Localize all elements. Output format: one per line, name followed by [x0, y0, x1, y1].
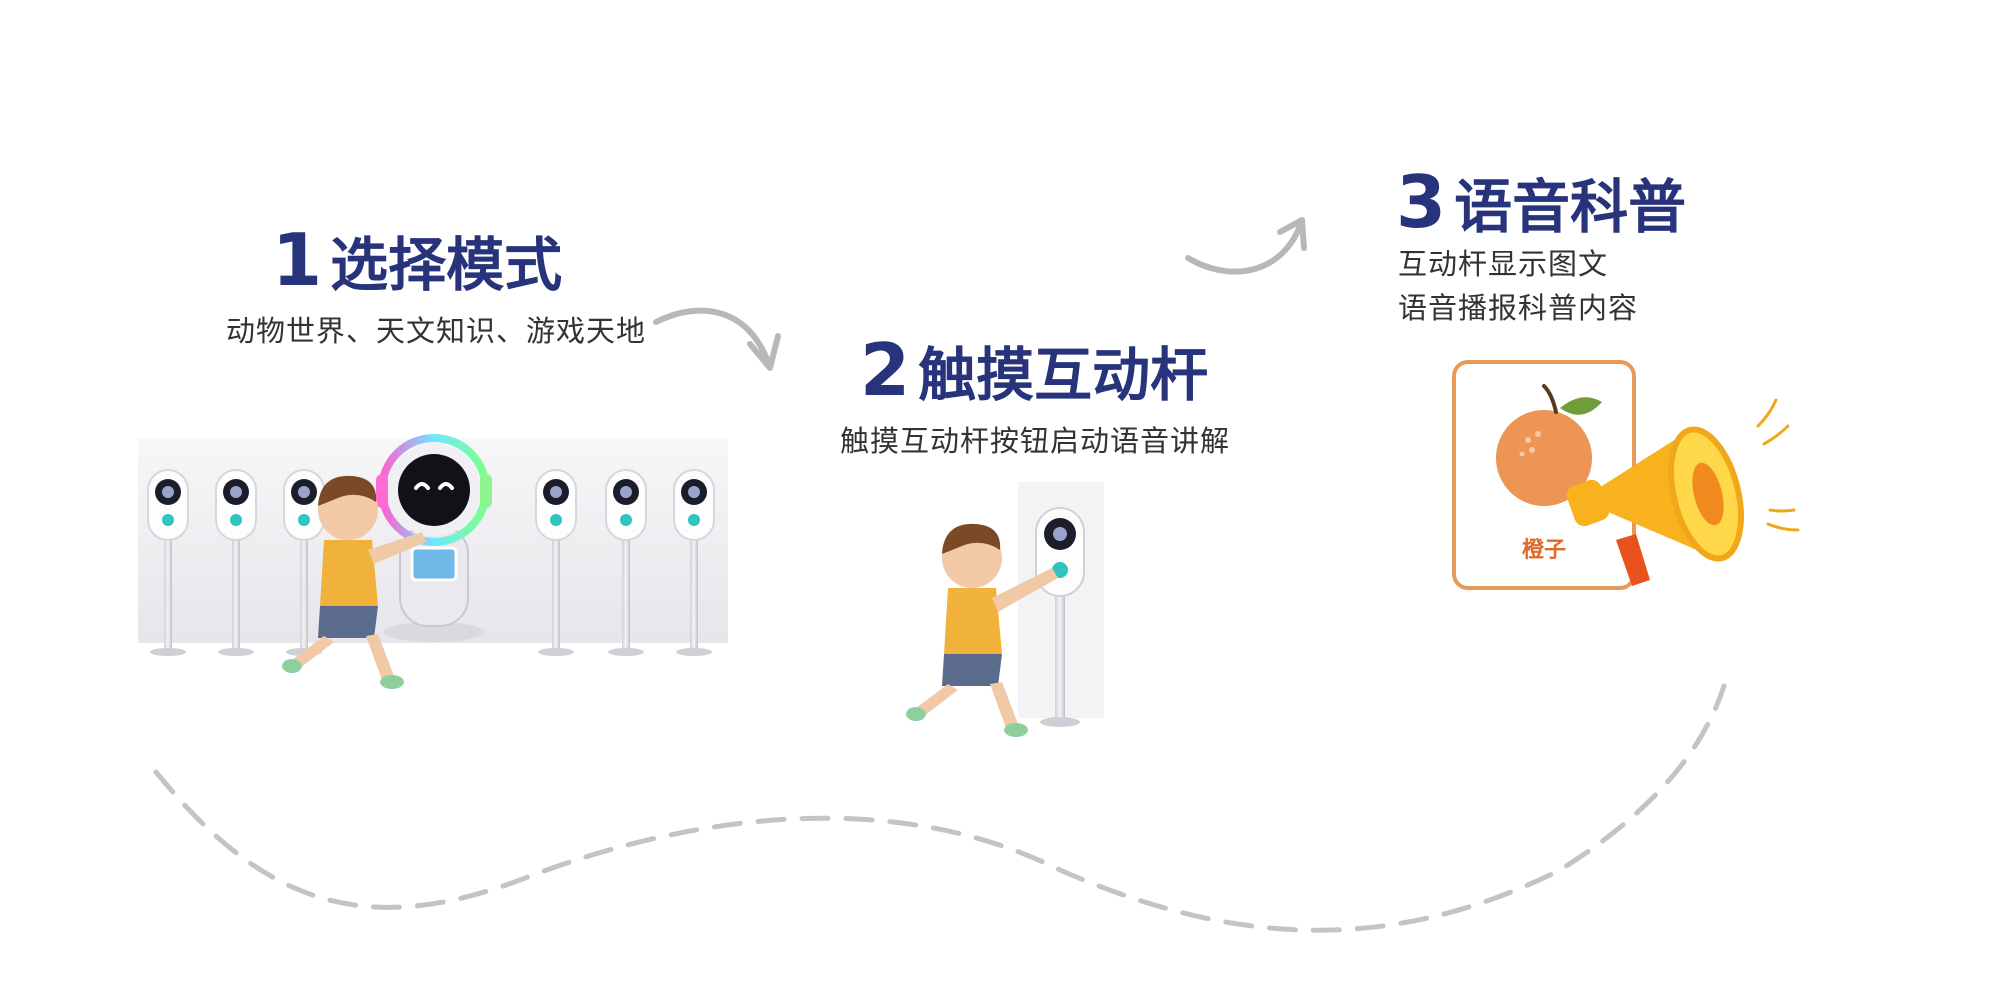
robot-mascot-icon [376, 434, 492, 642]
step-3-description: 互动杆显示图文 语音播报科普内容 [1398, 242, 1638, 330]
step-2-heading: 2 触摸互动杆 [860, 328, 1208, 412]
step-2-description: 触摸互动杆按钮启动语音讲解 [840, 424, 1231, 458]
step-1-heading: 1 选择模式 [272, 218, 562, 302]
step-1-number: 1 [272, 218, 322, 302]
step-3-description-line-1: 互动杆显示图文 [1398, 247, 1609, 281]
dashed-wave-line [153, 683, 1727, 933]
step-2-title: 触摸互动杆 [918, 341, 1209, 409]
megaphone-icon [1566, 398, 1800, 586]
fruit-card-label: 橙子 [1521, 538, 1566, 563]
fruit-card: 橙子 [1452, 360, 1636, 590]
step-3-number: 3 [1396, 160, 1446, 244]
illustration-mode-selection [138, 434, 728, 689]
curved-arrow-2-icon [1185, 217, 1307, 275]
step-1-title: 选择模式 [330, 231, 563, 299]
curved-arrow-1-icon [653, 307, 781, 371]
child-touching-icon [906, 523, 1058, 737]
interactive-pole-group-right [535, 469, 715, 656]
step-3-title: 语音科普 [1454, 173, 1687, 241]
interactive-pole-group-left [147, 469, 325, 656]
step-1-description: 动物世界、天文知识、游戏天地 [226, 314, 647, 348]
child-figure-icon [282, 475, 426, 689]
illustration-touch-pole [906, 482, 1104, 737]
step-3-description-line-2: 语音播报科普内容 [1398, 291, 1639, 325]
step-2-number: 2 [860, 328, 910, 412]
step-3-heading: 3 语音科普 [1396, 160, 1686, 244]
orange-fruit-icon [1496, 384, 1602, 506]
